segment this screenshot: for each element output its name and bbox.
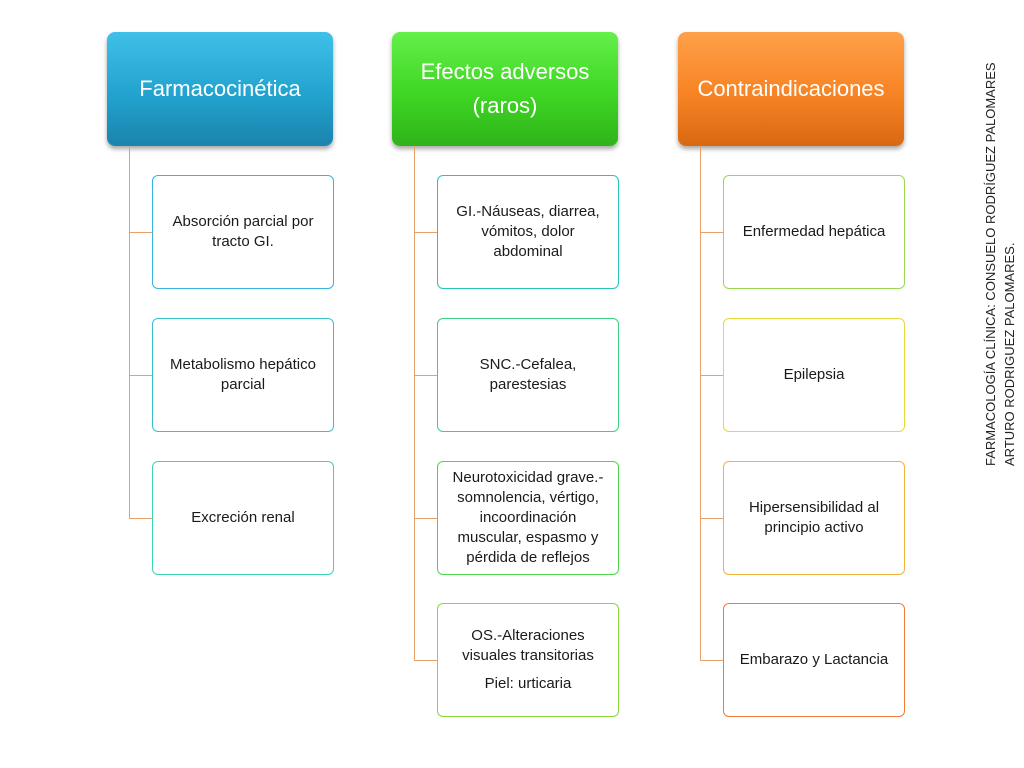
item-metabolismo: Metabolismo hepático parcial — [152, 318, 334, 432]
connector — [129, 232, 152, 233]
header-text: Contraindicaciones — [697, 76, 885, 101]
item-epilepsia: Epilepsia — [723, 318, 905, 432]
header-text: (raros) — [472, 93, 538, 118]
connector — [129, 375, 152, 376]
header-contraindicaciones: Contraindicaciones — [678, 32, 904, 146]
item-embarazo: Embarazo y Lactancia — [723, 603, 905, 717]
item-neurotoxicidad: Neurotoxicidad grave.-somnolencia, vérti… — [437, 461, 619, 575]
connector-vertical — [414, 146, 415, 660]
item-excrecion: Excreción renal — [152, 461, 334, 575]
item-absorcion: Absorción parcial por tracto GI. — [152, 175, 334, 289]
connector — [700, 660, 723, 661]
header-text: Farmacocinética — [139, 76, 301, 101]
connector — [414, 660, 437, 661]
connector — [700, 518, 723, 519]
header-text: Efectos adversos — [420, 59, 590, 84]
connector — [414, 518, 437, 519]
header-efectos-adversos: Efectos adversos (raros) — [392, 32, 618, 146]
side-credit-line: ARTURO RODRIGUEZ PALOMARES. — [1002, 242, 1017, 466]
connector — [414, 375, 437, 376]
side-credit-line: FARMACOLOGÍA CLÍNICA: CONSUELO RODRÍGUEZ… — [983, 62, 998, 466]
connector — [700, 375, 723, 376]
item-gi: GI.-Náuseas, diarrea, vómitos, dolor abd… — [437, 175, 619, 289]
connector-vertical — [700, 146, 701, 660]
item-os: OS.-Alteraciones visuales transitorias P… — [437, 603, 619, 717]
item-enfermedad-hepatica: Enfermedad hepática — [723, 175, 905, 289]
connector — [700, 232, 723, 233]
item-hipersensibilidad: Hipersensibilidad al principio activo — [723, 461, 905, 575]
item-snc: SNC.-Cefalea, parestesias — [437, 318, 619, 432]
side-credit: FARMACOLOGÍA CLÍNICA: CONSUELO RODRÍGUEZ… — [981, 26, 1019, 466]
header-farmacocinetica: Farmacocinética — [107, 32, 333, 146]
connector — [414, 232, 437, 233]
connector — [129, 518, 152, 519]
connector-vertical — [129, 146, 130, 518]
